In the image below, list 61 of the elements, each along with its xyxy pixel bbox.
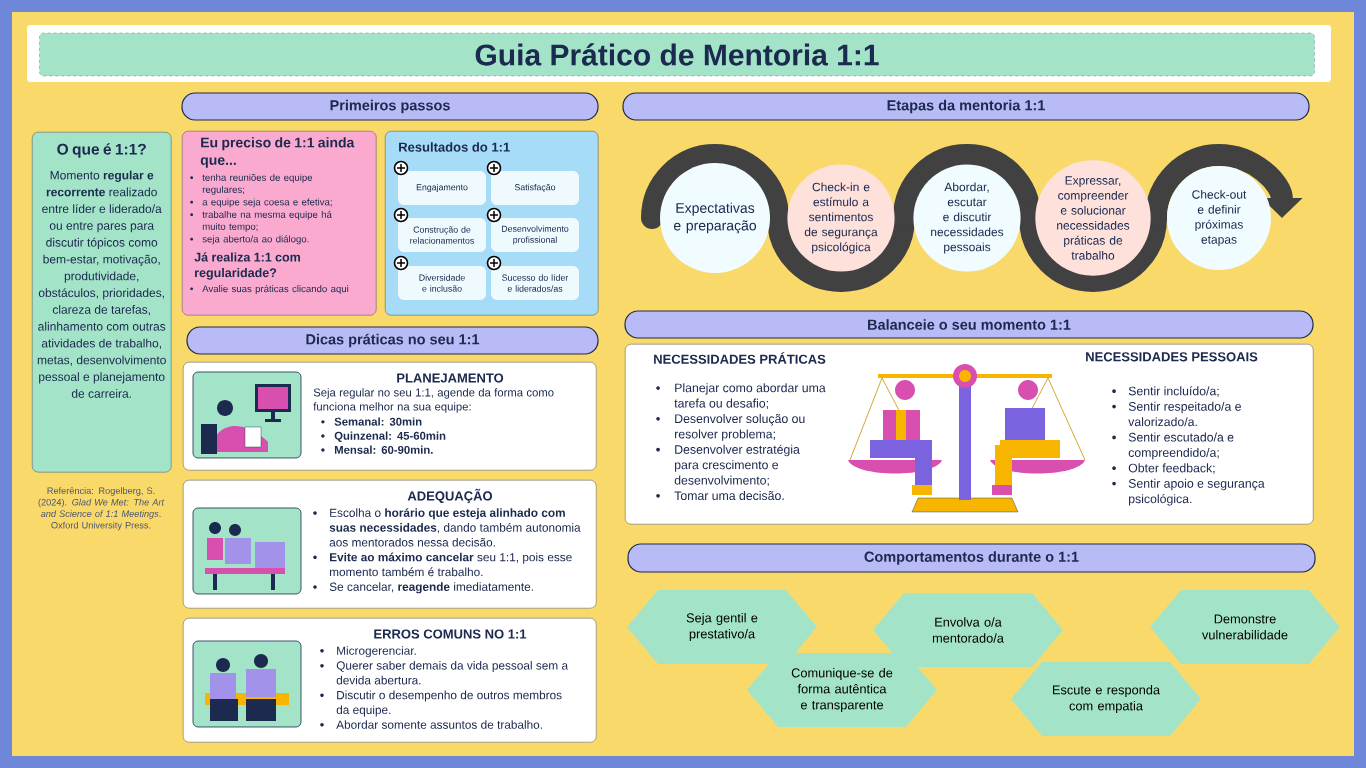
bullet-item: seja aberto/a ao diálogo. — [190, 235, 309, 245]
bullet-item: Avalie suas práticas clicando aqui — [190, 284, 349, 295]
result-box: Engajamento — [398, 171, 486, 205]
bullet-item: Desenvolver estratégia para crescimento e desenvolvimento; — [656, 444, 800, 487]
bullet-item: Se cancelar, reagende imediatamente. — [313, 582, 533, 594]
tip-card — [183, 618, 597, 743]
section-header: Primeiros passos — [181, 92, 599, 121]
bullet-item: Abordar somente assuntos de trabalho. — [320, 720, 542, 729]
bullet-item: Escolha o horário que esteja alinhado com suas necessidades, dando também autonomia aos mentorados nessa decisão. — [313, 508, 581, 547]
bullet-item: trabalhe na mesma equipe há muito tempo; — [190, 210, 332, 232]
balance-card — [625, 344, 1314, 525]
bullet-item: Quinzenal: 45-60min — [321, 431, 446, 442]
result-box: Construção de relacionamentos — [398, 218, 486, 252]
results-panel — [385, 131, 599, 316]
behavior-hexagon: Comunique-se de forma autêntica e transparente — [747, 653, 937, 727]
bullet-item: Obter feedback; — [1112, 463, 1215, 474]
result-box: Diversidade e inclusão — [398, 266, 486, 300]
tip-card — [183, 480, 597, 609]
card-text: Seja regular no seu 1:1, agende da forma como funciona melhor na sua equipe: — [313, 388, 554, 413]
section-header: Balanceie o seu momento 1:1 — [624, 310, 1314, 339]
bullet-item: Sentir incluído/a; — [1112, 386, 1219, 397]
behavior-hexagon: Seja gentil e prestativo/a — [627, 590, 817, 664]
bullet-item: Evite ao máximo cancelar seu 1:1, pois esse momento também é trabalho. — [313, 552, 572, 577]
reference-note: Referência: Rogelberg, S. (2024). Glad We Met: The Art and Science of 1:1 Meetings. Oxford University Press. — [38, 487, 165, 531]
card-heading: ERROS COMUNS NO 1:1 — [374, 629, 527, 639]
node-label: Comunique-se de forma autêntica e transparente — [791, 668, 893, 712]
bullet-item: Sentir escutado/a e compreendido/a; — [1112, 432, 1234, 460]
definition-box — [32, 132, 172, 473]
panel-heading: Resultados do 1:1 — [399, 142, 510, 152]
bullet-item: tenha reuniões de equipe regulares; — [190, 173, 313, 195]
bullet-item: Querer saber demais da vida pessoal sem a devida abertura. — [320, 661, 569, 685]
result-box: Satisfação — [491, 171, 579, 205]
section-header: Dicas práticas no seu 1:1 — [186, 326, 599, 355]
bullet-item: a equipe seja coesa e efetiva; — [190, 198, 332, 208]
bullet-item: Tomar uma decisão. — [656, 491, 784, 501]
bullet-item: Mensal: 60-90min. — [321, 445, 433, 454]
info-card — [182, 131, 377, 316]
section-header: Comportamentos durante o 1:1 — [627, 543, 1316, 573]
column-heading: NECESSIDADES PESSOAIS — [1086, 352, 1258, 362]
bullet-item: Discutir o desempenho de outros membros da equipe. — [320, 690, 562, 717]
box-heading: O que é 1:1? — [57, 143, 146, 158]
behavior-hexagon: Demonstre vulnerabilidade — [1150, 590, 1340, 664]
bullet-item: Microgerenciar. — [320, 646, 416, 658]
bullet-item: Semanal: 30min — [321, 417, 422, 426]
card-heading: PLANEJAMENTO — [397, 373, 504, 383]
bullet-item: Sentir apoio e segurança psicológica. — [1112, 478, 1265, 506]
column-heading: NECESSIDADES PRÁTICAS — [654, 352, 826, 364]
result-box: Desenvolvimento profissional — [491, 218, 579, 252]
card-heading: Já realiza 1:1 com regularidade? — [194, 252, 300, 280]
definition-text: Momento regular e recorrente realizado entre líder e liderado/a ou entre pares para discutir tópicos como bem-estar, motivação, produtividade, obstáculos, prioridades, clareza de tarefas, alinhamento com outras atividades de trabalho, metas, desenvolvimento pessoal e planejamento de carreira. — [37, 170, 166, 398]
bullet-item: Desenvolver solução ou resolver problema; — [656, 414, 805, 441]
card-heading: ADEQUAÇÃO — [407, 488, 493, 504]
card-heading: Eu preciso de 1:1 ainda que... — [200, 137, 355, 168]
bullet-item: Sentir respeitado/a e valorizado/a. — [1112, 401, 1241, 427]
behavior-hexagon: Escute e responda com empatia — [1011, 662, 1201, 736]
tip-card — [183, 362, 597, 471]
behavior-hexagon: Envolva o/a mentorado/a — [873, 593, 1063, 667]
title-banner: Guia Prático de Mentoria 1:1 — [39, 32, 1315, 77]
section-header: Etapas da mentoria 1:1 — [622, 92, 1310, 121]
result-box: Sucesso do líder e liderados/as — [491, 266, 579, 300]
bullet-item: Planejar como abordar uma tarefa ou desafio; — [656, 383, 826, 410]
